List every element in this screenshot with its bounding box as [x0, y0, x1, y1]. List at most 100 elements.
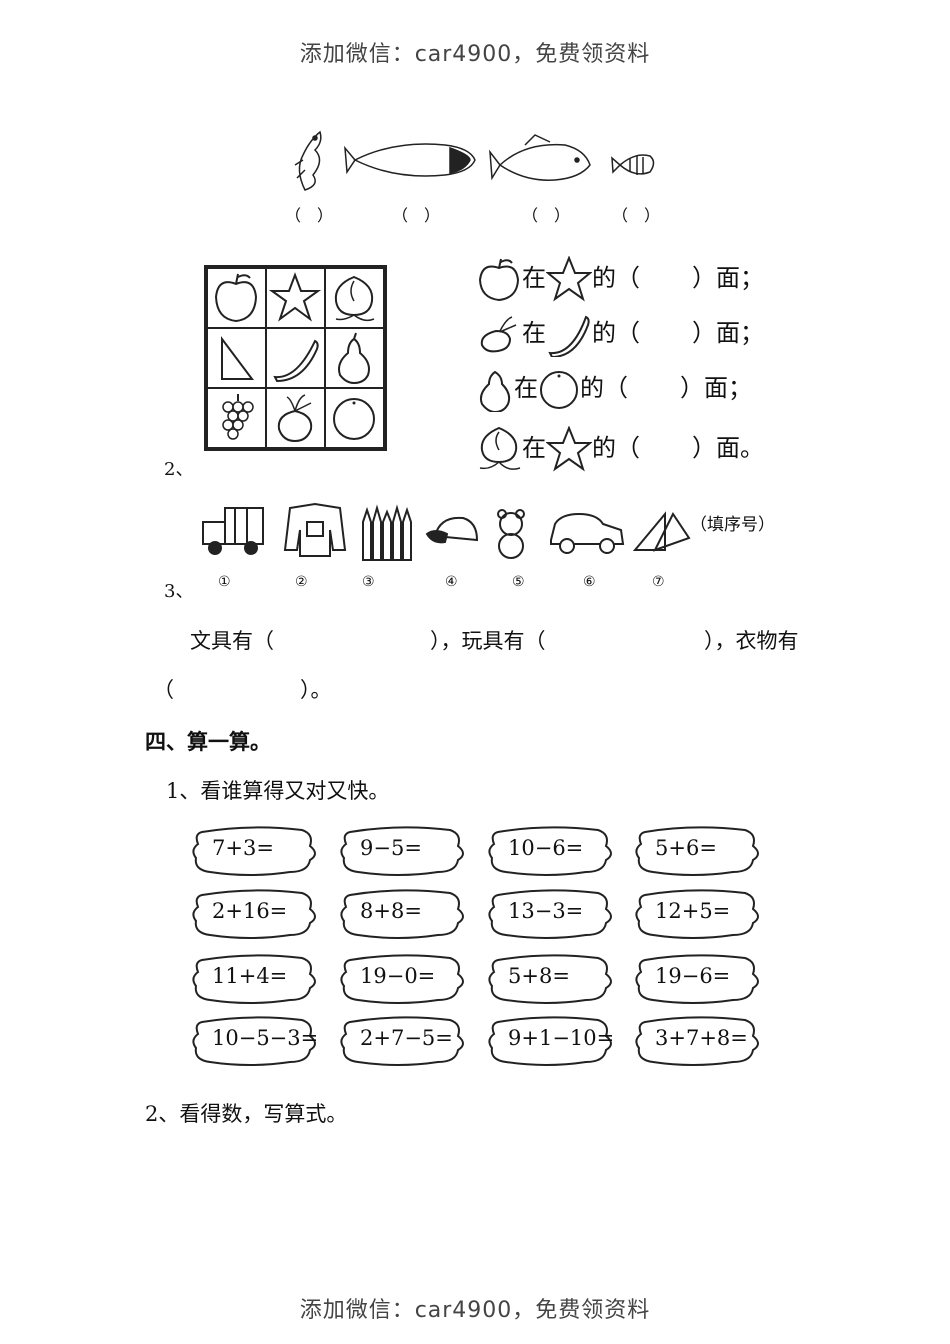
relation-word-mian: ）面。: [692, 434, 764, 462]
relation-word-mian: ）面；: [692, 319, 764, 347]
expression-text: 5+6=: [655, 836, 717, 860]
relation-word-zai: 在: [522, 264, 546, 292]
truck-icon: [202, 507, 264, 555]
relation-word-de: 的（: [592, 264, 640, 292]
triangle-icon: [221, 336, 254, 380]
grid-cell-apple: [207, 268, 266, 328]
grid-cell-star: [266, 268, 325, 328]
fish-1-icon: [294, 130, 322, 191]
circled-1: ①: [218, 574, 231, 590]
q3-line2-close: ）。: [300, 678, 332, 702]
expression-bubble[interactable]: 2+16=: [190, 887, 320, 941]
expression-text: 7+3=: [212, 836, 274, 860]
peach-icon: [334, 275, 375, 322]
section-4-sub2: 2、看得数，写算式。: [145, 1102, 348, 1126]
star-icon: [545, 255, 593, 302]
q3-line2-open: （: [153, 678, 174, 702]
expression-text: 19−6=: [655, 964, 731, 988]
expression-text: 19−0=: [360, 964, 436, 988]
expression-text: 13−3=: [508, 899, 584, 923]
peach-icon: [479, 426, 521, 470]
expression-bubble[interactable]: 11+4=: [190, 952, 320, 1006]
relation-line-1: 在 的（ ）面；: [476, 255, 764, 302]
relation-line-3: 在的（）面；: [476, 366, 752, 414]
relation-line-4: 在 的（ ）面。: [476, 424, 764, 474]
grid-cell-peach: [325, 268, 384, 328]
circled-4: ④: [445, 574, 458, 590]
relation-word-mian: ）面；: [680, 374, 752, 402]
fish-blank-1[interactable]: （ ）: [285, 206, 334, 225]
expression-text: 10−5−3=: [212, 1026, 319, 1050]
expression-bubble[interactable]: 5+6=: [633, 824, 763, 878]
grid-cell-orange: [325, 388, 384, 448]
expression-bubble[interactable]: 9+1−10=: [486, 1014, 616, 1068]
fish-illustrations: [294, 130, 655, 191]
apple-icon: [214, 273, 258, 323]
relation-word-mian: ）面；: [692, 264, 764, 292]
grapes-icon: [222, 394, 254, 440]
relation-line-2: 在 的（ ）面；: [476, 311, 764, 359]
fish-blank-2[interactable]: （ ）: [392, 206, 441, 225]
expression-text: 9−5=: [360, 836, 422, 860]
q3-hint: （填序号）: [690, 515, 775, 535]
expression-text: 2+7−5=: [360, 1026, 453, 1050]
fish-blank-3[interactable]: （ ）: [522, 206, 571, 225]
expression-bubble[interactable]: 13−3=: [486, 887, 616, 941]
grid-cell-banana: [266, 328, 325, 388]
q3-line1-clothes: ），衣物有: [704, 629, 799, 653]
set-squares-icon: [632, 511, 691, 552]
star-icon: [545, 425, 593, 472]
relation-word-de: 的（: [592, 434, 640, 462]
grid-cell-radish: [266, 388, 325, 448]
footer-watermark: 添加微信：car4900，免费领资料: [299, 1298, 651, 1323]
expression-bubble[interactable]: 2+7−5=: [338, 1014, 468, 1068]
relation-word-de: 的（: [580, 374, 628, 402]
expression-text: 5+8=: [508, 964, 570, 988]
q3-line1-stationery: 文具有（: [190, 629, 274, 653]
expression-bubble[interactable]: 9−5=: [338, 824, 468, 878]
expression-bubble[interactable]: 10−5−3=: [190, 1014, 320, 1068]
relation-word-zai: 在: [522, 434, 546, 462]
q2-number: 2、: [164, 459, 194, 480]
section-4-sub1: 1、看谁算得又对又快。: [166, 779, 390, 803]
expression-bubble[interactable]: 5+8=: [486, 952, 616, 1006]
car-icon: [550, 512, 625, 554]
expression-bubble[interactable]: 19−0=: [338, 952, 468, 1006]
header-watermark: 添加微信：car4900，免费领资料: [299, 42, 651, 67]
grid-cell-triangle: [207, 328, 266, 388]
position-grid: [204, 265, 387, 451]
circled-3: ③: [362, 574, 375, 590]
expression-text: 9+1−10=: [508, 1026, 615, 1050]
pear-icon: [338, 332, 370, 385]
relation-word-zai: 在: [522, 319, 546, 347]
fish-3-icon: [489, 134, 591, 181]
expression-bubble[interactable]: 7+3=: [190, 824, 320, 878]
crayons-icon: [362, 504, 412, 561]
q3-line1-toys: ），玩具有（: [430, 629, 546, 653]
apple-icon: [478, 258, 520, 302]
expression-bubble[interactable]: 3+7+8=: [633, 1014, 763, 1068]
expression-bubble[interactable]: 19−6=: [633, 952, 763, 1006]
expression-text: 8+8=: [360, 899, 422, 923]
circled-6: ⑥: [583, 574, 596, 590]
sweater-icon: [283, 502, 347, 557]
grid-cell-grapes: [207, 388, 266, 448]
grid-cell-pear: [325, 328, 384, 388]
teddy-bear-icon: [497, 509, 525, 559]
radish-icon: [277, 394, 313, 443]
fish-blank-4[interactable]: （ ）: [612, 206, 661, 225]
expression-text: 3+7+8=: [655, 1026, 748, 1050]
expression-bubble[interactable]: 10−6=: [486, 824, 616, 878]
relation-word-de: 的（: [592, 319, 640, 347]
circled-7: ⑦: [652, 574, 665, 590]
expression-text: 11+4=: [212, 964, 288, 988]
expression-bubble[interactable]: 12+5=: [633, 887, 763, 941]
q3-number: 3、: [164, 581, 194, 602]
circled-2: ②: [295, 574, 308, 590]
banana-icon: [273, 339, 319, 383]
orange-icon: [333, 398, 375, 440]
expression-bubble[interactable]: 8+8=: [338, 887, 468, 941]
section-4-title: 四、算一算。: [145, 729, 271, 754]
star-icon: [268, 272, 322, 322]
expression-text: 2+16=: [212, 899, 288, 923]
